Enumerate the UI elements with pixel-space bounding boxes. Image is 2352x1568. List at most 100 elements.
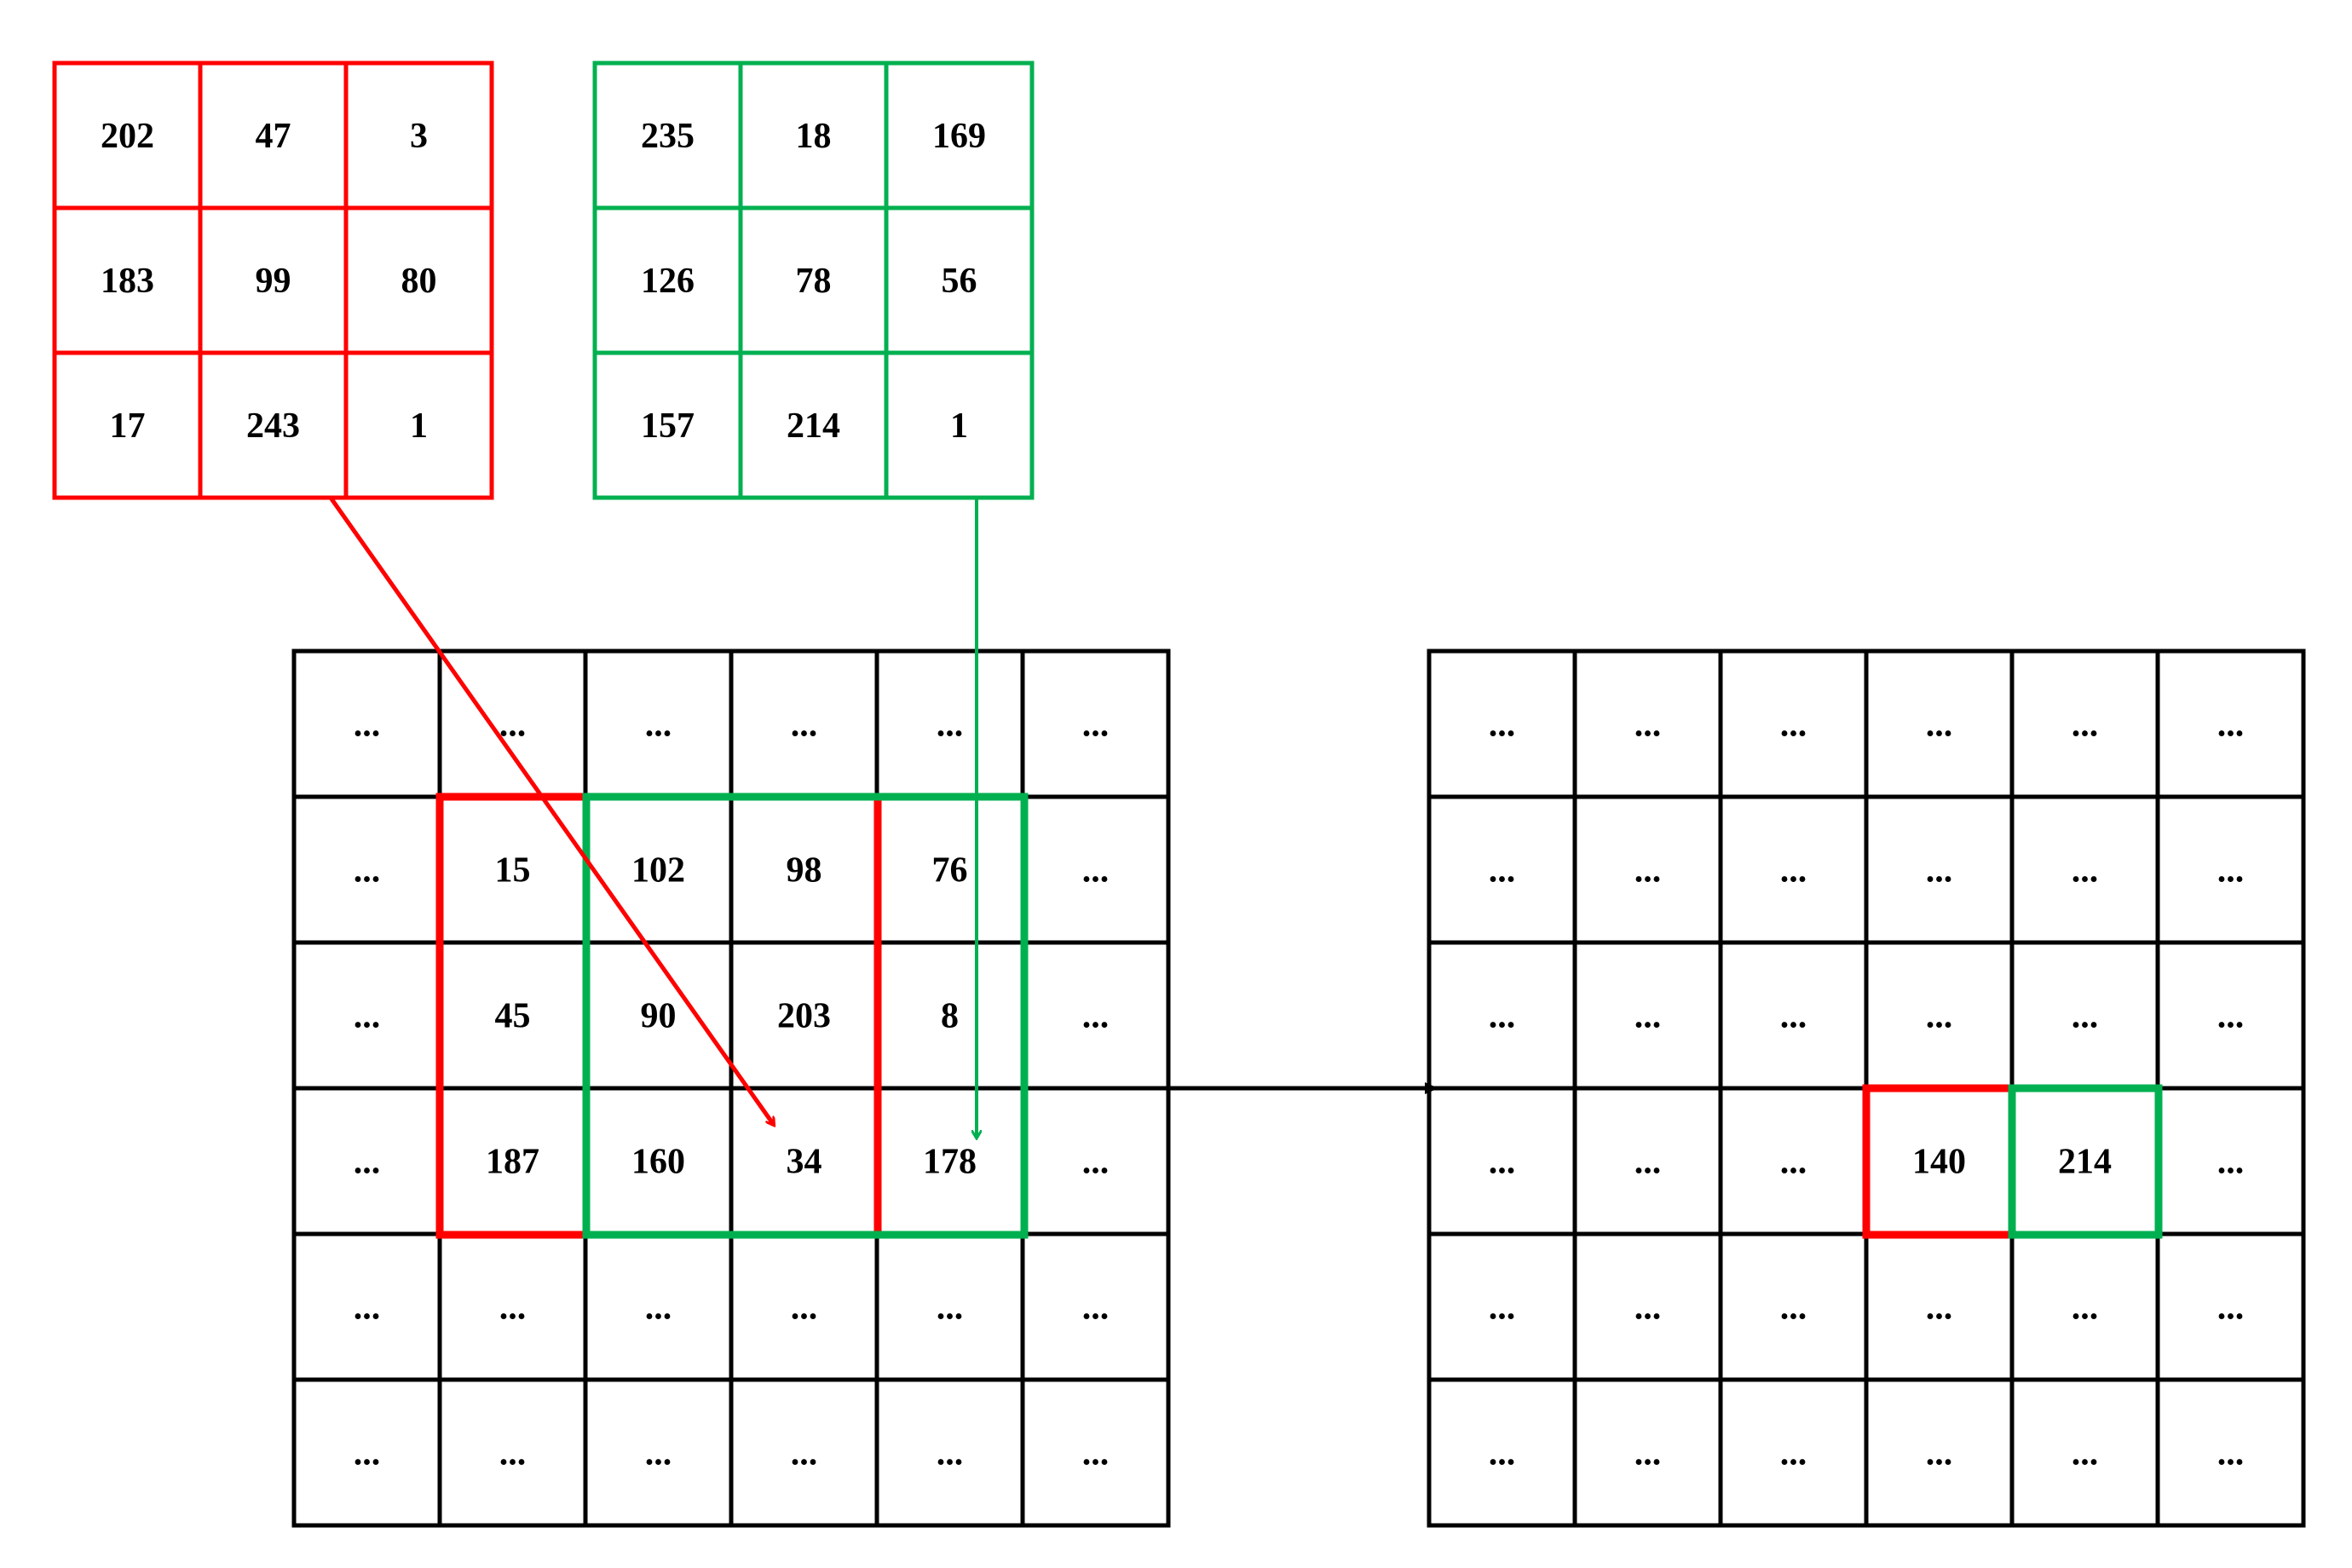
green-patch-cell-border [884,350,1035,500]
red-patch-cell-value: 243 [246,406,300,446]
input-grid-cell-value: 160 [631,1143,685,1182]
green-window-highlight [582,793,1029,1239]
output-grid-cell-value: 214 [2058,1143,2112,1182]
input-grid-cell-value: ... [791,1434,818,1473]
output-grid-cell-value: ... [1780,1143,1807,1182]
output-grid-cell-value: ... [1926,851,1953,891]
input-grid-cell-value: ... [354,1288,381,1328]
input-grid-cell-value: ... [1082,1288,1110,1328]
green-patch-cell-value: 235 [641,117,695,156]
red-patch-cell-value: 3 [410,117,428,156]
input-grid-cell-value: 76 [932,851,968,891]
input-grid-cell-value: 45 [495,997,531,1036]
input-grid-cell-value: 98 [787,851,822,891]
output-grid-cell-value: ... [1489,1434,1516,1473]
red-patch-cell-value: 17 [110,406,146,446]
red-patch-cell-value: 1 [410,406,428,446]
input-grid-cell-value: ... [791,1288,818,1328]
output-grid-cell-value: ... [1634,997,1662,1036]
input-grid-cell-border [1020,1377,1171,1528]
output-grid-cell-value: ... [2217,1143,2245,1182]
output-grid-cell-value: 140 [1912,1143,1966,1182]
output-grid-cell-value: ... [1489,1288,1516,1328]
green-output-highlight [2008,1084,2163,1239]
input-grid-cell-value: ... [937,1434,964,1473]
input-grid-cell-value: 102 [631,851,685,891]
green-patch-cell-value: 126 [641,262,695,301]
output-grid-cell-border [2155,1377,2306,1528]
green-patch-cell-value: 1 [950,406,968,446]
output-grid-cell-value: ... [2072,997,2099,1036]
green-patch-cell-value: 18 [796,117,832,156]
input-grid-cell-value: ... [1082,706,1110,745]
red-patch-grid: 202 47 3 183 99 80 17 243 1 [52,61,494,500]
red-patch-cell-value: 47 [256,117,291,156]
input-grid-cell-value: ... [499,1288,527,1328]
input-grid-cell-value: 203 [777,997,831,1036]
output-grid-cell-value: ... [1926,997,1953,1036]
output-grid-cell-value: ... [1489,1143,1516,1182]
output-grid-cell-value: ... [1634,706,1662,745]
input-grid-cell-value: ... [937,1288,964,1328]
input-grid-cell-value: ... [1082,1434,1110,1473]
output-grid-cell-value: ... [2217,997,2245,1036]
input-grid-cell-value: 90 [641,997,677,1036]
input-grid-cell-value: ... [645,1288,672,1328]
output-grid-cell-value: ... [1926,1288,1953,1328]
output-grid-cell-value: ... [1489,851,1516,891]
output-grid-cell-value: ... [1780,706,1807,745]
red-arrow [328,496,774,1125]
output-grid-cell-value: ... [1780,851,1807,891]
output-grid-cell-value: ... [2072,1434,2099,1473]
green-patch-grid: 235 18 169 126 78 56 157 214 1 [592,61,1035,500]
output-grid-cell-value: ... [2072,1288,2099,1328]
output-grid-cell-value: ... [2072,851,2099,891]
output-grid-cell-value: ... [1634,1143,1662,1182]
green-patch-cell-value: 78 [796,262,832,301]
input-grid-cell-value: ... [354,851,381,891]
output-grid-cell-value: ... [2217,851,2245,891]
output-grid-cell-value: ... [1926,706,1953,745]
output-grid-cell-value: ... [1634,1434,1662,1473]
output-grid-cell-value: ... [1634,851,1662,891]
red-patch-cell-border [343,350,494,500]
green-patch-cell-value: 157 [641,406,695,446]
input-grid-cell-value: ... [499,1434,527,1473]
input-grid-cell-value: 15 [495,851,531,891]
green-patch-cell-value: 214 [787,406,840,446]
output-grid-cell-value: ... [1926,1434,1953,1473]
input-grid-cell-value: ... [354,1143,381,1182]
output-grid-cell-value: ... [1489,997,1516,1036]
output-grid-cell-value: ... [2217,1288,2245,1328]
input-grid: ..................... 15 102 98 76...... 45 90… [291,649,1171,1528]
red-patch-cell-value: 80 [401,262,437,301]
input-grid-cell-value: ... [354,997,381,1036]
red-patch-cell-value: 99 [256,262,291,301]
input-grid-cell-value: 8 [941,997,959,1036]
input-grid-cell-value: ... [1082,997,1110,1036]
input-grid-cell-value: 178 [923,1143,977,1182]
output-grid-cell-value: ... [1780,1288,1807,1328]
input-grid-cell-value: ... [937,706,964,745]
output-grid-cell-value: ... [1780,997,1807,1036]
input-grid-cell-value: ... [1082,1143,1110,1182]
input-grid-cell-value: 187 [486,1143,539,1182]
output-grid-cell-value: ... [2217,1434,2245,1473]
output-grid-cell-value: ... [1634,1288,1662,1328]
output-grid-cell-value: ... [1780,1434,1807,1473]
input-grid-cell-value: ... [354,706,381,745]
output-grid-cell-value: ... [1489,706,1516,745]
green-patch-cell-value: 169 [932,117,986,156]
output-grid-cell-value: ... [2072,706,2099,745]
input-grid-cell-value: ... [791,706,818,745]
input-grid-cell-value: ... [645,706,672,745]
red-patch-cell-value: 202 [101,117,154,156]
input-grid-cell-value: ... [1082,851,1110,891]
input-grid-cell-value: ... [499,706,527,745]
input-grid-cell-value: 34 [787,1143,822,1182]
red-patch-cell-value: 183 [101,262,154,301]
input-grid-cell-value: ... [645,1434,672,1473]
green-patch-cell-value: 56 [942,262,977,301]
output-grid-cell-value: ... [2217,706,2245,745]
